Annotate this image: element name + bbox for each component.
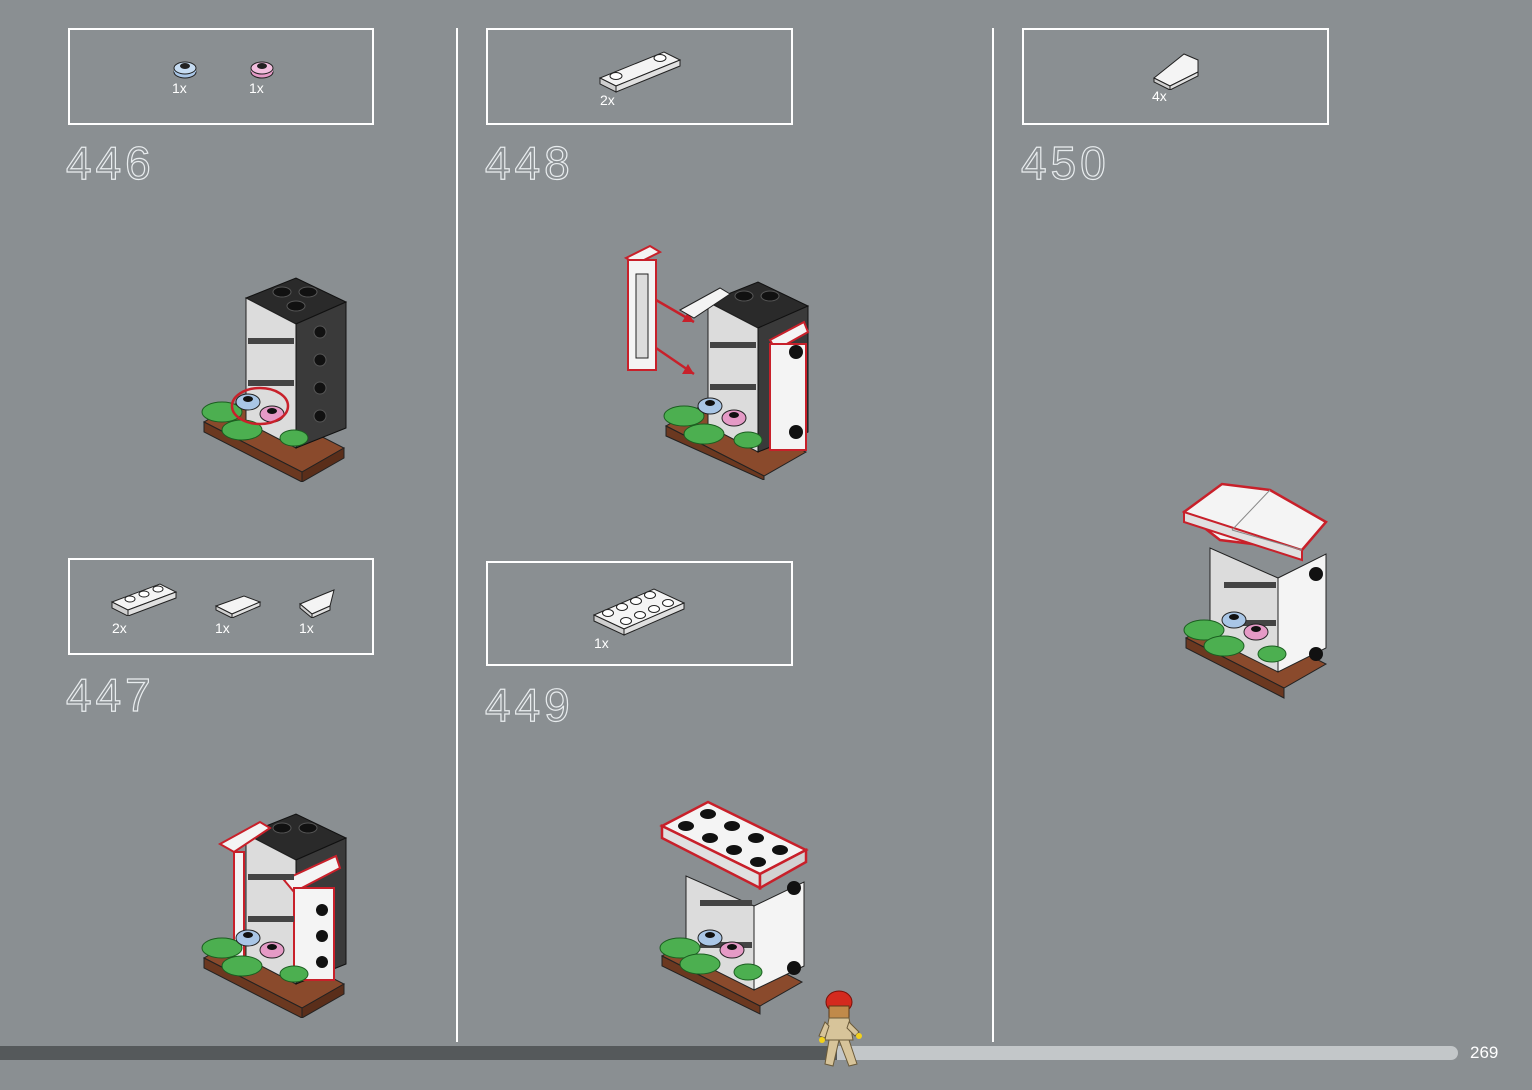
step-number: 446 (66, 136, 155, 190)
parts-box-450: 4x (1022, 28, 1329, 125)
build-model-step-450 (1180, 478, 1336, 702)
part-qty: 1x (215, 620, 230, 636)
round-plate-light-blue-icon (172, 58, 198, 80)
part-qty: 2x (112, 620, 127, 636)
part-qty: 1x (249, 80, 264, 96)
build-model-step-447 (198, 808, 358, 1018)
parts-box-449: 1x (486, 561, 793, 666)
plate-1x4-white-icon (598, 48, 684, 94)
build-model-step-449 (656, 796, 816, 1016)
step-number: 450 (1021, 136, 1110, 190)
progress-bar-remaining (837, 1046, 1458, 1060)
step-number: 449 (485, 678, 574, 732)
column-divider-1 (456, 28, 458, 1042)
build-model-step-446 (198, 272, 358, 482)
round-plate-pink-icon (249, 58, 275, 80)
parts-box-446: 1x 1x (68, 28, 374, 125)
page-number: 269 (1470, 1043, 1498, 1063)
tile-wedge-white-icon (214, 592, 262, 618)
plate-1x3-white-icon (110, 580, 180, 616)
parts-box-447: 2x 1x 1x (68, 558, 374, 655)
progress-bar-completed (0, 1046, 837, 1060)
part-qty: 1x (594, 635, 609, 651)
plate-2x4-white-icon (592, 581, 688, 637)
part-qty: 4x (1152, 88, 1167, 104)
minifigure-progress-icon (817, 990, 867, 1074)
part-qty: 1x (172, 80, 187, 96)
step-number: 448 (485, 136, 574, 190)
wedge-plate-white-icon (298, 588, 338, 618)
slope-white-icon (1150, 50, 1202, 90)
parts-box-448: 2x (486, 28, 793, 125)
step-number: 447 (66, 668, 155, 722)
column-divider-2 (992, 28, 994, 1042)
build-model-step-448 (620, 240, 820, 480)
part-qty: 2x (600, 92, 615, 108)
part-qty: 1x (299, 620, 314, 636)
